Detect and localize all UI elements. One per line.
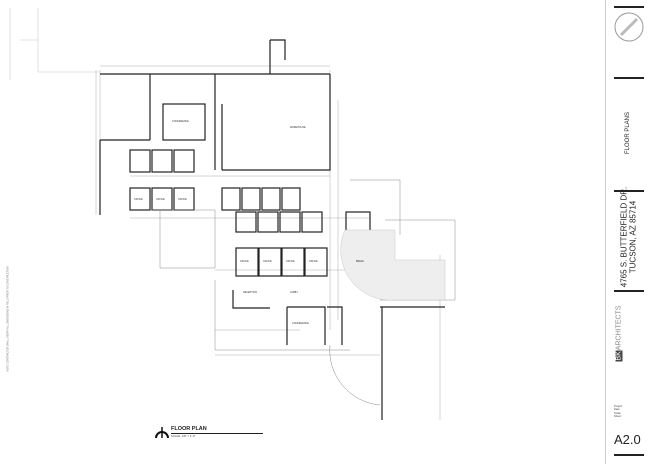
- room-label: CONFERENCE: [172, 120, 189, 123]
- meta-project: Project:: [614, 405, 623, 408]
- room-label: OFFICE: [286, 260, 295, 263]
- meta-sheet: Sheet:: [614, 415, 622, 419]
- drawing-title-label: FLOOR PLAN: [171, 426, 207, 432]
- sheet-number: A2.0: [614, 432, 641, 447]
- room-labels: CONFERENCE WAREHOUSE OFFICE OFFICE OFFIC…: [134, 120, 365, 325]
- side-note: NOTE: CONTRACTOR SHALL VERIFY ALL DIMENS…: [6, 266, 10, 372]
- project-address: 4765 S. BUTTERFIELD DR. TUCSON, AZ 85714: [620, 180, 638, 295]
- firm-logo-mark: BK: [615, 350, 623, 362]
- room-label: CONFERENCE: [292, 322, 309, 325]
- address-line2: TUCSON, AZ 85714: [628, 200, 638, 274]
- architect-seal-icon: [614, 12, 644, 42]
- room-label: OFFICE: [309, 260, 318, 263]
- secondary-lines: [150, 179, 456, 406]
- room-label: BREAK: [356, 260, 365, 263]
- title-block: FLOOR PLANS 4765 S. BUTTERFIELD DR. TUCS…: [605, 0, 650, 464]
- meta-date: Date:: [614, 408, 621, 412]
- firm-logo: BKARCHITECTS: [615, 299, 623, 369]
- room-label: OFFICE: [156, 198, 165, 201]
- drawing-scale: SCALE: 1/8" = 1'-0": [171, 434, 196, 438]
- meta-scale: Scale:: [614, 411, 622, 415]
- sheet-title: FLOOR PLANS: [625, 112, 631, 155]
- adjacent-building: [9, 8, 100, 80]
- address-line1: 4765 S. BUTTERFIELD DR.: [619, 186, 629, 288]
- room-label: WAREHOUSE: [290, 126, 306, 129]
- room-label: RECEPTION: [243, 291, 257, 294]
- firm-name: ARCHITECTS: [615, 305, 623, 351]
- project-meta: Project: Date: Scale: Sheet:: [614, 405, 623, 419]
- north-arrow-icon: [155, 427, 169, 439]
- room-label: OFFICE: [134, 198, 143, 201]
- room-label: OFFICE: [240, 260, 249, 263]
- floor-plan-drawing: CONFERENCE WAREHOUSE OFFICE OFFICE OFFIC…: [9, 8, 456, 420]
- room-label: OFFICE: [178, 198, 187, 201]
- room-label: OFFICE: [263, 260, 272, 263]
- room-label: LOBBY: [290, 291, 298, 294]
- shaded-area: [340, 229, 446, 301]
